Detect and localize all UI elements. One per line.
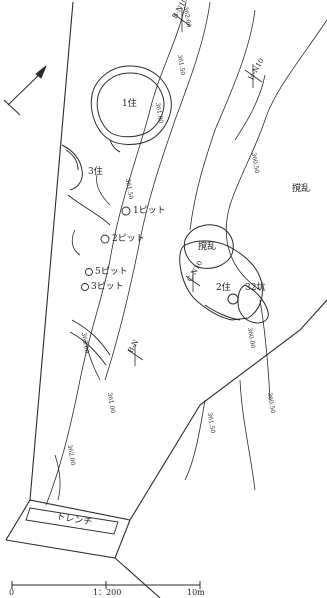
contour-lines (45, 1, 327, 506)
pit-3-marker (81, 283, 89, 291)
label-pit-5: 5ピット (95, 267, 128, 277)
pit-5-marker (85, 268, 93, 276)
house-1-outline (90, 65, 172, 153)
scale-ratio-label: 1：200 (93, 588, 122, 597)
label-pit-3: 3ピット (91, 282, 124, 292)
scale-zero-label: 0 (9, 588, 15, 597)
label-house-2: 2住 (216, 283, 231, 293)
house-3-outline (61, 144, 83, 191)
label-pit-32: 32坑 (245, 283, 266, 293)
pit-2-marker (100, 234, 110, 244)
excavation-boundary (5, 1, 327, 598)
pit-inside-house2 (227, 293, 239, 305)
label-pit-1: 1ピット (133, 206, 166, 216)
house-2-outline (179, 240, 269, 324)
label-house-1: 1住 (122, 99, 137, 109)
scale-ten-label: 10m (187, 588, 205, 597)
scale-bar (11, 581, 201, 589)
disturbance-center-outline (183, 224, 234, 269)
label-house-3: 3住 (88, 167, 103, 177)
north-arrow (3, 65, 47, 116)
pits (81, 206, 131, 291)
trench-lines (67, 194, 111, 366)
pit-1-marker (121, 206, 131, 216)
label-disturbed-east: 撹乱 (292, 184, 311, 194)
trench-box (25, 507, 119, 535)
grid-markers (127, 8, 263, 366)
label-pit-2: 2ピット (112, 234, 145, 244)
label-disturbed-center: 撹乱 (198, 242, 217, 252)
